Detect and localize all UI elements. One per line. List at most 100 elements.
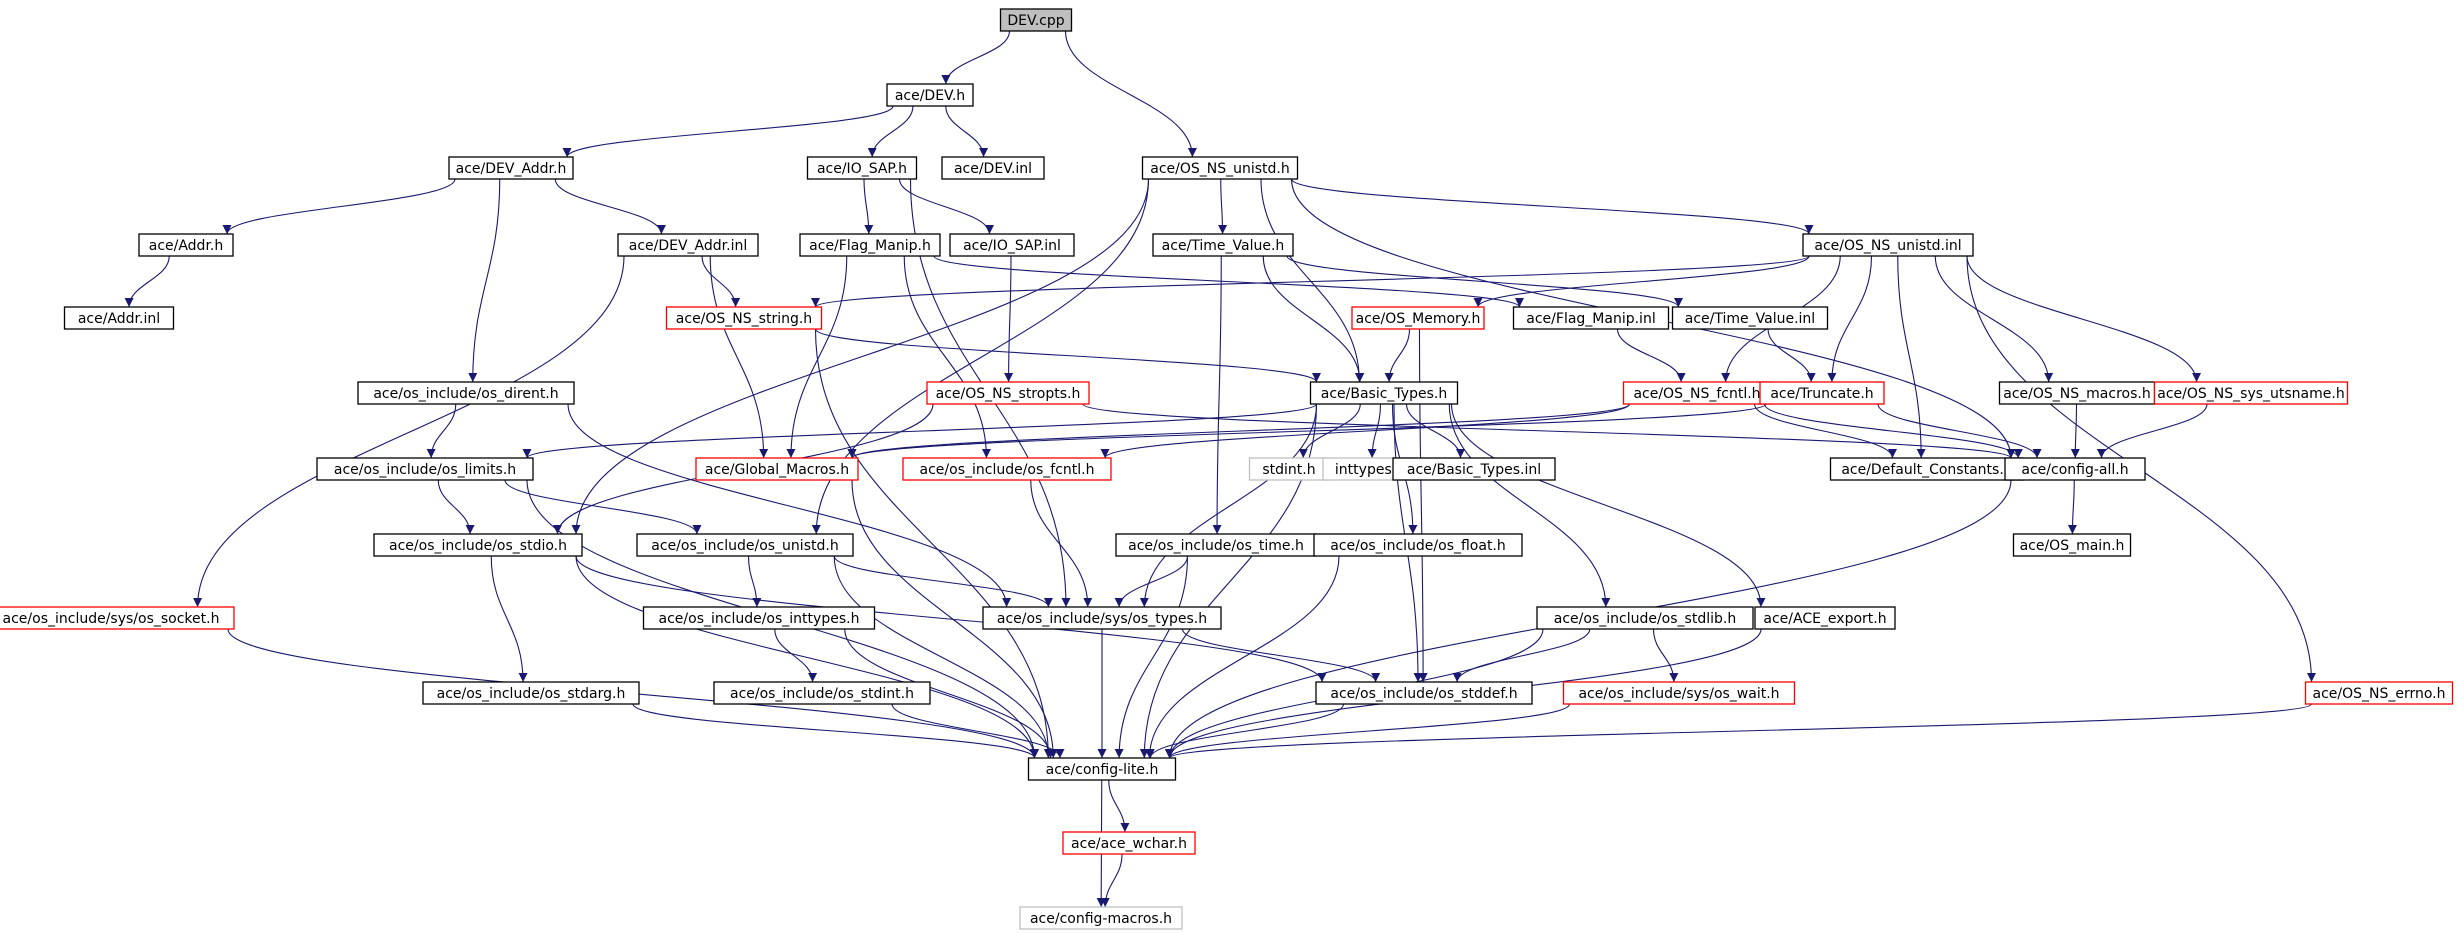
graph-node-time-value-h[interactable]: ace/Time_Value.h [1152,233,1294,257]
graph-node-os-types-h[interactable]: ace/os_include/sys/os_types.h [982,606,1222,630]
graph-node-os-socket-h[interactable]: ace/os_include/sys/os_socket.h [0,606,235,630]
edge-flag-manip-h-to-os-fcntl-h [903,255,991,459]
edge-os-ns-unistd-inl-to-os-memory-h [1473,255,1810,308]
node-label: ace/OS_NS_errno.h [2312,686,2445,702]
graph-node-flag-manip-h[interactable]: ace/Flag_Manip.h [799,233,941,257]
node-box [1152,233,1294,257]
graph-node-os-limits-h[interactable]: ace/os_include/os_limits.h [316,457,534,481]
node-label: ace/Addr.h [149,238,224,254]
node-box [1802,233,1974,257]
graph-node-time-value-inl[interactable]: ace/Time_Value.inl [1671,306,1829,330]
graph-node-truncate-h[interactable]: ace/Truncate.h [1759,381,1885,405]
edge-dev-addr-h-to-os-dirent-h [468,178,501,383]
graph-node-os-ns-stropts-h[interactable]: ace/OS_NS_stropts.h [926,381,1090,405]
edge-os-ns-fcntl-h-to-default-constants-h [1753,403,1897,459]
edge-time-value-h-to-time-value-inl [1286,255,1683,308]
edge-dev-h-to-dev-inl [945,105,989,158]
graph-node-ace-export-h[interactable]: ace/ACE_export.h [1754,606,1896,630]
graph-node-basic-types-inl[interactable]: ace/Basic_Types.inl [1392,457,1556,481]
graph-node-os-ns-string-h[interactable]: ace/OS_NS_string.h [665,306,823,330]
graph-node-os-stdarg-h[interactable]: ace/os_include/os_stdarg.h [422,681,640,705]
node-label: ace/Global_Macros.h [705,462,849,478]
edge-os-dirent-h-to-os-types-h [567,403,1012,608]
node-box [665,306,823,330]
node-box [982,606,1222,630]
node-label: ace/os_include/os_stddef.h [1330,686,1517,702]
graph-node-config-all-h[interactable]: ace/config-all.h [2004,457,2146,481]
graph-node-os-stdio-h[interactable]: ace/os_include/os_stdio.h [373,533,583,557]
graph-node-os-ns-errno-h[interactable]: ace/OS_NS_errno.h [2304,681,2454,705]
node-label: ace/os_include/os_fcntl.h [920,462,1095,478]
graph-node-dev-h[interactable]: ace/DEV.h [886,83,974,107]
node-box [2153,381,2349,405]
node-box [713,681,931,705]
graph-node-dev-inl[interactable]: ace/DEV.inl [941,156,1045,180]
edge-os-ns-unistd-inl-to-os-ns-macros-h [1934,255,2054,383]
node-label: ace/os_include/os_stdint.h [730,686,914,702]
graph-node-os-ns-unistd-inl[interactable]: ace/OS_NS_unistd.inl [1802,233,1974,257]
graph-node-default-constants-h[interactable]: ace/Default_Constants.h [1829,457,2025,481]
edge-os-inttypes-h-to-config-lite-h [844,628,1056,759]
edge-flag-manip-h-to-global-macros-h [786,255,848,459]
edge-os-float-h-to-config-lite-h [1144,555,1340,759]
graph-node-os-main-h[interactable]: ace/OS_main.h [2012,533,2132,557]
node-label: ace/OS_main.h [2020,538,2125,554]
edge-os-time-h-to-os-types-h [1114,555,1189,608]
graph-node-config-lite-h[interactable]: ace/config-lite.h [1027,757,1177,781]
node-box [1671,306,1829,330]
edge-os-ns-stropts-h-to-config-all-h [1082,403,2016,459]
graph-node-os-dirent-h[interactable]: ace/os_include/os_dirent.h [357,381,575,405]
graph-node-addr-h[interactable]: ace/Addr.h [138,233,234,257]
edge-os-ns-macros-h-to-config-all-h [2070,403,2080,459]
graph-node-io-sap-inl[interactable]: ace/IO_SAP.inl [949,233,1075,257]
node-label: ace/os_include/os_dirent.h [373,386,558,402]
graph-node-dev-addr-h[interactable]: ace/DEV_Addr.h [448,156,574,180]
graph-node-addr-inl[interactable]: ace/Addr.inl [63,306,175,330]
edge-basic-types-h-to-ace-export-h [1450,403,1766,608]
edge-os-unistd-h-to-config-lite-h [833,555,1053,759]
edge-dev-addr-inl-to-global-macros-h [709,255,769,459]
graph-node-os-fcntl-h[interactable]: ace/os_include/os_fcntl.h [902,457,1112,481]
graph-node-os-ns-macros-h[interactable]: ace/OS_NS_macros.h [1998,381,2156,405]
node-box [1759,381,1885,405]
node-label: ace/config-lite.h [1046,762,1159,778]
graph-node-os-unistd-h[interactable]: ace/os_include/os_unistd.h [636,533,854,557]
graph-node-os-wait-h[interactable]: ace/os_include/sys/os_wait.h [1562,681,1796,705]
node-box [1313,533,1523,557]
graph-node-dev-cpp[interactable]: DEV.cpp [999,8,1073,32]
edge-os-ns-errno-h-to-config-lite-h [1165,703,2313,759]
graph-node-basic-types-h[interactable]: ace/Basic_Types.h [1309,381,1459,405]
graph-node-ace-wchar-h[interactable]: ace/ace_wchar.h [1062,831,1196,855]
graph-node-os-stddef-h[interactable]: ace/os_include/os_stddef.h [1315,681,1533,705]
graph-node-os-ns-sys-utsname-h[interactable]: ace/OS_NS_sys_utsname.h [2153,381,2349,405]
edge-time-value-h-to-basic-types-h [1262,255,1365,383]
graph-node-os-ns-unistd-h[interactable]: ace/OS_NS_unistd.h [1141,156,1299,180]
graph-node-os-ns-fcntl-h[interactable]: ace/OS_NS_fcntl.h [1622,381,1772,405]
edge-dev-addr-inl-to-os-socket-h [193,255,625,608]
graph-node-os-float-h[interactable]: ace/os_include/os_float.h [1313,533,1523,557]
node-box [357,381,575,405]
node-box [1315,681,1533,705]
node-label: ace/IO_SAP.h [817,161,907,177]
graph-node-global-macros-h[interactable]: ace/Global_Macros.h [695,457,859,481]
edge-os-stdlib-h-to-os-stddef-h [1452,628,1591,683]
graph-node-os-time-h[interactable]: ace/os_include/os_time.h [1115,533,1317,557]
edge-os-wait-h-to-config-lite-h [1165,703,1571,759]
graph-node-os-memory-h[interactable]: ace/OS_Memory.h [1351,306,1485,330]
edge-os-ns-unistd-h-to-basic-types-h [1260,178,1364,383]
graph-node-os-stdlib-h[interactable]: ace/os_include/os_stdlib.h [1536,606,1754,630]
graph-node-flag-manip-inl[interactable]: ace/Flag_Manip.inl [1512,306,1670,330]
graph-node-os-stdint-h[interactable]: ace/os_include/os_stdint.h [713,681,931,705]
node-label: ace/OS_NS_unistd.inl [1814,238,1961,254]
node-label: ace/OS_NS_sys_utsname.h [2157,386,2344,402]
graph-node-dev-addr-inl[interactable]: ace/DEV_Addr.inl [617,233,759,257]
graph-node-io-sap-h[interactable]: ace/IO_SAP.h [806,156,918,180]
node-label: ace/Time_Value.inl [1685,311,1815,327]
node-box [642,606,876,630]
graph-node-stdint-h[interactable]: stdint.h [1248,457,1330,481]
graph-node-config-macros-h[interactable]: ace/config-macros.h [1019,906,1183,930]
node-label: ace/OS_NS_fcntl.h [1633,386,1760,402]
node-label: inttypes.h [1335,462,1405,478]
graph-node-os-inttypes-h[interactable]: ace/os_include/os_inttypes.h [642,606,876,630]
